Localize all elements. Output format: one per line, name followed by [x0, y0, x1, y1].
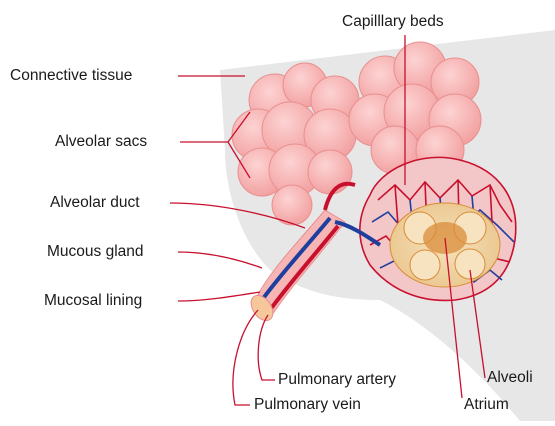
- label-alveolar-sacs: Alveolar sacs: [55, 134, 147, 150]
- label-capillary-beds: Capilllary beds: [342, 14, 444, 30]
- label-mucous-gland: Mucous gland: [47, 244, 144, 260]
- label-alveoli: Alveoli: [487, 370, 533, 386]
- label-connective-tissue: Connective tissue: [10, 68, 132, 84]
- label-pulmonary-artery: Pulmonary artery: [278, 372, 396, 388]
- leader-pulmonary-artery: [258, 315, 275, 380]
- leader-mucosal-lining: [178, 292, 260, 301]
- label-atrium: Atrium: [464, 397, 509, 413]
- alveoli-atrium-section: [390, 203, 500, 287]
- label-pulmonary-vein: Pulmonary vein: [254, 397, 361, 413]
- leader-pulmonary-vein: [233, 310, 258, 405]
- leader-mucous-gland: [178, 252, 262, 268]
- label-mucosal-lining: Mucosal lining: [44, 293, 142, 309]
- label-alveolar-duct: Alveolar duct: [50, 195, 140, 211]
